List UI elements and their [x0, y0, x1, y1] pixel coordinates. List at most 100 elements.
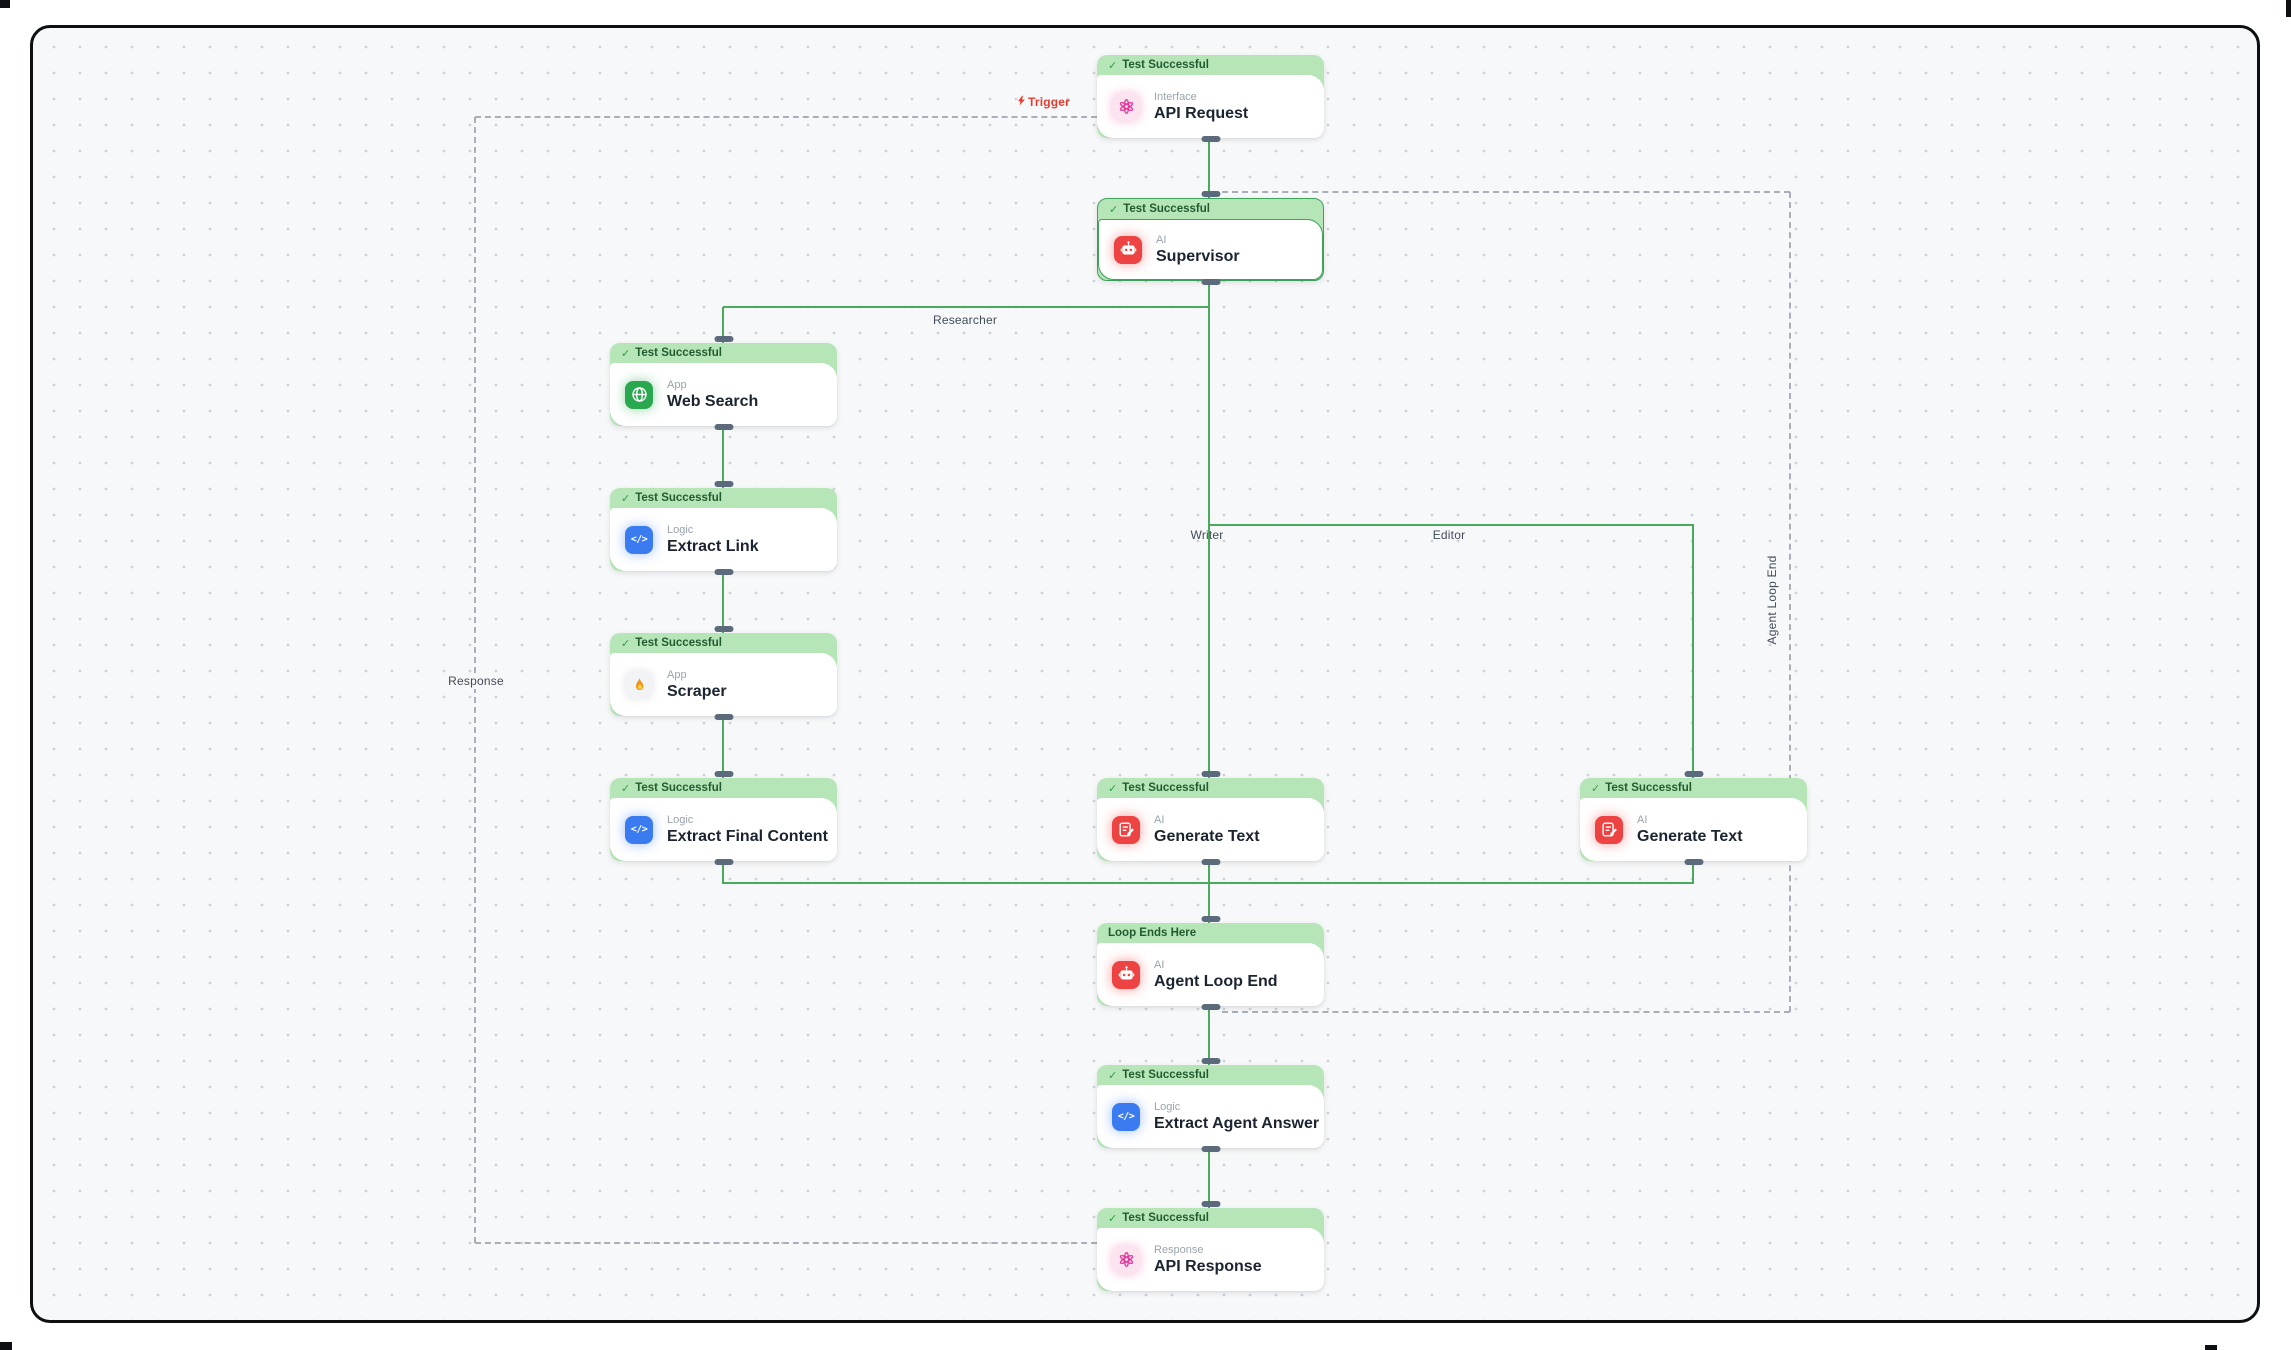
connector-handle-bottom[interactable] [714, 859, 733, 865]
node-api-request[interactable]: ✓ Test Successful Interface API Request [1097, 55, 1324, 138]
node-generate-text-writer[interactable]: ✓ Test Successful AI Generate Text [1097, 778, 1324, 861]
connector-handle-top[interactable] [714, 481, 733, 487]
connector-handle-bottom[interactable] [714, 424, 733, 430]
robot-icon [1112, 960, 1140, 989]
node-extract-link[interactable]: ✓ Test Successful </> Logic Extract Link [610, 488, 837, 571]
check-icon: ✓ [1108, 1069, 1118, 1082]
connector-handle-bottom[interactable] [1201, 859, 1220, 865]
code-icon: </> [1112, 1102, 1140, 1131]
connector-handle-bottom[interactable] [1684, 859, 1703, 865]
node-status-badge: ✓ Test Successful [1097, 1208, 1324, 1228]
robot-icon [1114, 235, 1142, 264]
node-scraper[interactable]: ✓ Test Successful App Scraper [610, 633, 837, 716]
node-title: Extract Agent Answer [1154, 1114, 1320, 1132]
node-body[interactable]: App Web Search [610, 363, 837, 426]
node-status-text: Test Successful [1122, 1212, 1209, 1224]
connector-handle-top[interactable] [1684, 771, 1703, 777]
node-title: Extract Link [667, 537, 759, 555]
node-generate-text-editor[interactable]: ✓ Test Successful AI Generate Text [1580, 778, 1807, 861]
node-title: Generate Text [1637, 827, 1743, 845]
node-extract-final-content[interactable]: ✓ Test Successful </> Logic Extract Fina… [610, 778, 837, 861]
connector-handle-bottom[interactable] [1201, 1146, 1220, 1152]
connector-handle-bottom[interactable] [714, 714, 733, 720]
node-status-text: Test Successful [1122, 782, 1209, 794]
connector-handle-bottom[interactable] [714, 569, 733, 575]
flame-icon [625, 670, 653, 699]
node-category: App [667, 668, 687, 681]
connector-handle-top[interactable] [714, 771, 733, 777]
node-body[interactable]: AI Agent Loop End [1097, 943, 1324, 1006]
connector-handle-top[interactable] [1201, 1058, 1220, 1064]
node-status-text: Test Successful [635, 492, 722, 504]
node-title: Generate Text [1154, 827, 1260, 845]
node-category: Logic [1154, 1100, 1181, 1113]
check-icon: ✓ [621, 347, 631, 360]
connector-handle-top[interactable] [1201, 771, 1220, 777]
node-status-badge: ✓ Test Successful [1580, 778, 1807, 798]
node-extract-agent-answer[interactable]: ✓ Test Successful </> Logic Extract Agen… [1097, 1065, 1324, 1148]
node-status-badge: ✓ Test Successful [610, 778, 837, 798]
connector-handle-top[interactable] [714, 336, 733, 342]
check-icon: ✓ [621, 492, 631, 505]
node-body[interactable]: Response API Response [1097, 1228, 1324, 1291]
node-status-badge: ✓ Test Successful [1097, 778, 1324, 798]
node-title: Agent Loop End [1154, 972, 1278, 990]
connector-handle-top[interactable] [714, 626, 733, 632]
write-icon [1112, 815, 1140, 844]
node-web-search[interactable]: ✓ Test Successful App Web Search [610, 343, 837, 426]
code-icon: </> [625, 525, 653, 554]
screen-artifact [0, 1342, 12, 1350]
node-status-text: Test Successful [1605, 782, 1692, 794]
globe-icon [625, 380, 653, 409]
node-category: Logic [667, 523, 694, 536]
node-body[interactable]: </> Logic Extract Link [610, 508, 837, 571]
node-category: AI [1154, 813, 1165, 826]
screen-artifact [0, 0, 10, 8]
node-status-text: Test Successful [1122, 1069, 1209, 1081]
connector-handle-top[interactable] [1201, 191, 1220, 197]
node-body[interactable]: AI Supervisor [1098, 219, 1323, 280]
node-category: Response [1154, 1243, 1204, 1256]
node-supervisor[interactable]: ✓ Test Successful AI Supervisor [1097, 198, 1324, 281]
connector-handle-bottom[interactable] [1201, 1004, 1220, 1010]
node-status-badge: Loop Ends Here [1097, 923, 1324, 943]
node-category: AI [1156, 233, 1167, 246]
node-title: API Request [1154, 104, 1249, 122]
sparkle-icon [1112, 1245, 1140, 1274]
node-body[interactable]: AI Generate Text [1097, 798, 1324, 861]
node-api-response[interactable]: ✓ Test Successful Response API Response [1097, 1208, 1324, 1291]
screen-artifact [2205, 1345, 2217, 1350]
node-status-text: Loop Ends Here [1108, 927, 1197, 939]
node-status-badge: ✓ Test Successful [1097, 55, 1324, 75]
check-icon: ✓ [1109, 203, 1119, 216]
node-status-badge: ✓ Test Successful [610, 343, 837, 363]
node-status-badge: ✓ Test Successful [610, 488, 837, 508]
node-category: AI [1154, 958, 1165, 971]
node-title: Extract Final Content [667, 827, 828, 845]
write-icon [1595, 815, 1623, 844]
node-body[interactable]: App Scraper [610, 653, 837, 716]
node-body[interactable]: AI Generate Text [1580, 798, 1807, 861]
check-icon: ✓ [1591, 782, 1601, 795]
sparkle-icon [1112, 92, 1140, 121]
connector-handle-top[interactable] [1201, 916, 1220, 922]
connector-handle-bottom[interactable] [1201, 279, 1220, 285]
node-title: API Response [1154, 1257, 1262, 1275]
node-status-text: Test Successful [635, 347, 722, 359]
check-icon: ✓ [621, 782, 631, 795]
node-title: Supervisor [1156, 247, 1240, 265]
node-body[interactable]: </> Logic Extract Agent Answer [1097, 1085, 1324, 1148]
node-title: Scraper [667, 682, 727, 700]
connector-handle-bottom[interactable] [1201, 136, 1220, 142]
node-status-badge: ✓ Test Successful [1098, 199, 1323, 219]
node-category: App [667, 378, 687, 391]
connector-handle-top[interactable] [1201, 1201, 1220, 1207]
node-body[interactable]: </> Logic Extract Final Content [610, 798, 837, 861]
code-icon: </> [625, 815, 653, 844]
node-status-text: Test Successful [1122, 59, 1209, 71]
node-agent-loop-end[interactable]: Loop Ends Here AI Agent Loop End [1097, 923, 1324, 1006]
check-icon: ✓ [1108, 782, 1118, 795]
node-category: Logic [667, 813, 694, 826]
check-icon: ✓ [1108, 59, 1118, 72]
node-body[interactable]: Interface API Request [1097, 75, 1324, 138]
